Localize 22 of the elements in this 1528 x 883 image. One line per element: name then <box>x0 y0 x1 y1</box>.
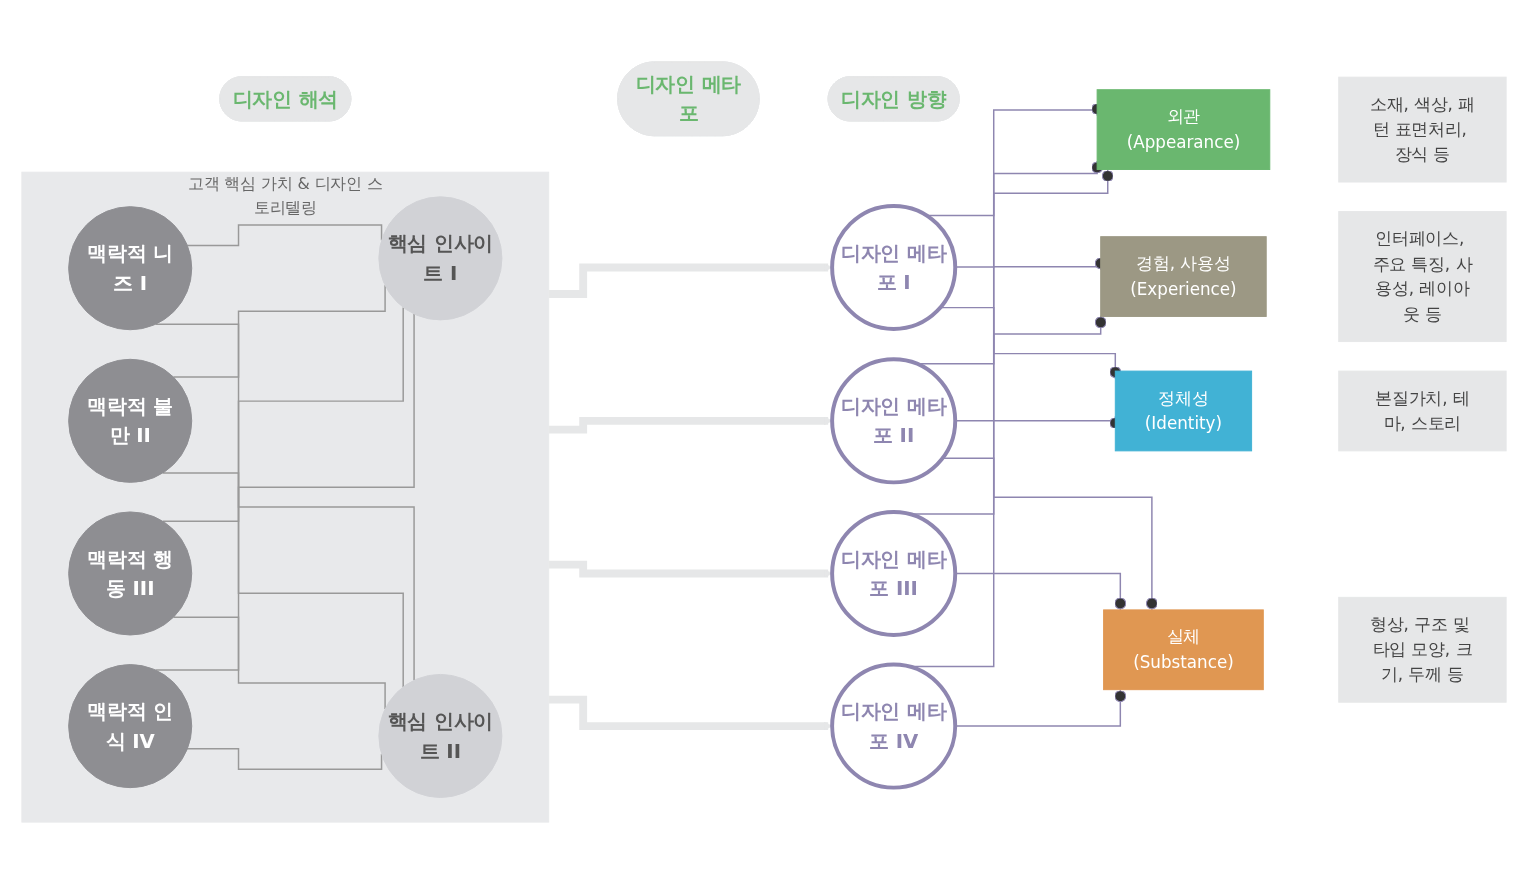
node-circle: 디자인 메타포 III <box>830 509 958 637</box>
node-circle: 맥락적 인식 IV <box>68 663 193 788</box>
connector <box>186 747 383 770</box>
node-box: 실체 (Substance) <box>1103 608 1264 690</box>
node-circle: 디자인 메타포 II <box>830 356 958 484</box>
node-box: 경험, 사용성 (Experience) <box>1100 235 1267 317</box>
node-circle: 맥락적 니즈 I <box>68 205 193 330</box>
node-box: 소재, 색상, 패턴 표면처리, 장식 등 <box>1338 76 1507 182</box>
connector <box>162 306 404 522</box>
node-circle: 맥락적 불만 II <box>68 358 193 483</box>
connector <box>186 223 383 246</box>
node-circle: 맥락적 행동 III <box>68 510 193 635</box>
node-box: 본질가치, 테마, 스토리 <box>1338 370 1507 451</box>
node-box: 인터페이스, 주요 특징, 사용성, 레이아웃 등 <box>1338 210 1507 342</box>
node-circle: 디자인 메타포 I <box>830 203 958 331</box>
connector <box>162 471 404 688</box>
node-circle: 디자인 메타포 IV <box>830 662 958 790</box>
node-box: 형상, 구조 및 타입 모양, 크기, 두께 등 <box>1338 596 1507 703</box>
node-box: 정체성 (Identity) <box>1114 370 1253 451</box>
node-circle: 핵심 인사이트 II <box>378 673 503 798</box>
node-box: 외관 (Appearance) <box>1096 88 1271 170</box>
node-circle: 핵심 인사이트 I <box>378 195 503 320</box>
